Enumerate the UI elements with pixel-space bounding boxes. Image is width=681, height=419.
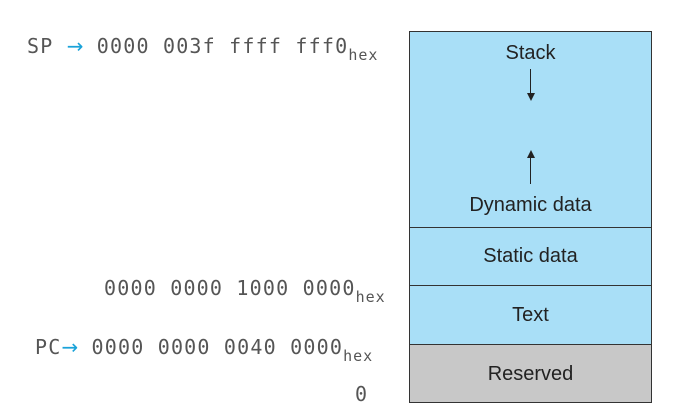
zero-address-label: 0	[355, 382, 369, 406]
stack-grow-down-line	[530, 69, 532, 94]
static-data-label: Static data	[483, 245, 578, 267]
static-start-address-row: 0000 0000 1000 0000hex	[104, 276, 386, 306]
sp-address-row: SP → 0000 003f ffff fff0hex	[27, 34, 378, 64]
sp-address-value: 0000 003f ffff fff0	[96, 34, 349, 58]
text-label: Text	[512, 304, 549, 326]
sp-hex-suffix: hex	[348, 46, 379, 64]
text-segment: Text	[410, 285, 651, 344]
sp-register-label: SP	[27, 34, 54, 58]
stack-label: Stack	[505, 42, 556, 64]
reserved-segment: Reserved	[410, 344, 651, 402]
static-start-address-value: 0000 0000 1000 0000	[104, 276, 356, 300]
pc-register-label: PC	[35, 335, 62, 359]
pc-address-row: PC→ 0000 0000 0040 0000hex	[35, 335, 373, 365]
reserved-label: Reserved	[487, 363, 574, 385]
sp-arrow-icon: →	[66, 34, 84, 58]
memory-map: Stack Dynamic data Static data Text Rese…	[409, 31, 652, 403]
stack-and-dynamic-segment: Stack Dynamic data	[410, 32, 651, 227]
heap-grow-up-line	[530, 157, 532, 184]
static-data-segment: Static data	[410, 227, 651, 285]
pc-hex-suffix: hex	[343, 347, 374, 365]
up-arrow-icon	[527, 150, 535, 158]
pc-arrow-icon: →	[61, 335, 79, 359]
static-start-hex-suffix: hex	[355, 288, 386, 306]
dynamic-data-label: Dynamic data	[469, 194, 592, 216]
down-arrow-icon	[527, 93, 535, 101]
pc-address-value: 0000 0000 0040 0000	[91, 335, 344, 359]
